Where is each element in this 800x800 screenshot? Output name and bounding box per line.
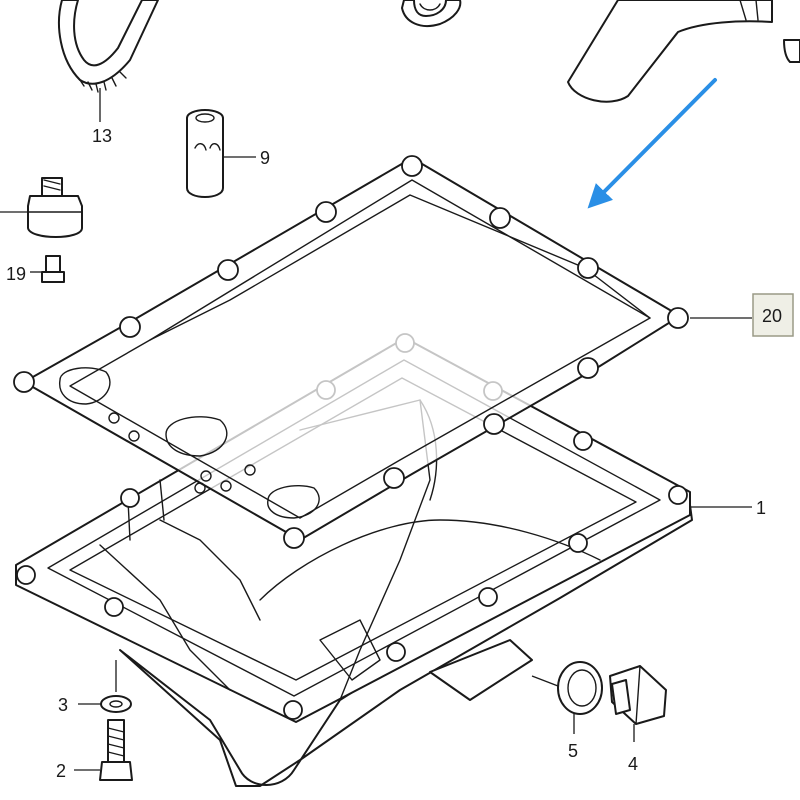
callout-19: 19 xyxy=(6,264,26,284)
bolt-part xyxy=(74,719,133,781)
callout-9: 9 xyxy=(260,148,270,168)
dowel-pin-part xyxy=(186,109,256,198)
small-bolt-part xyxy=(30,255,65,283)
washer-part xyxy=(78,660,132,713)
callout-3: 3 xyxy=(58,695,68,715)
callout-4: 4 xyxy=(628,754,638,774)
ring-gear-part xyxy=(58,0,159,122)
bracket-part xyxy=(401,0,462,27)
callout-5: 5 xyxy=(568,741,578,761)
oil-strainer-part xyxy=(567,0,800,103)
callout-1: 1 xyxy=(756,498,766,518)
gasket-part xyxy=(13,155,752,549)
drain-plug-part xyxy=(609,665,667,742)
o-ring-part xyxy=(531,661,603,734)
callout-2: 2 xyxy=(56,761,66,781)
callout-13: 13 xyxy=(92,126,112,146)
highlight-arrow xyxy=(587,78,717,209)
pressure-switch-part xyxy=(0,177,83,238)
callout-20: 20 xyxy=(762,306,782,326)
callout-20-box xyxy=(752,293,794,337)
